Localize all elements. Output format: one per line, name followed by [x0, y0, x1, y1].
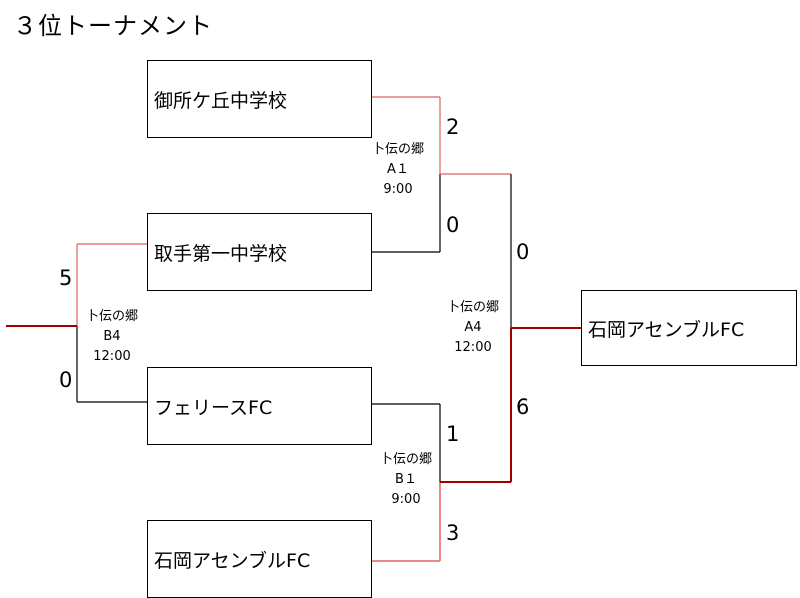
- team-box-ishioka: 石岡アセンブルFC: [147, 520, 372, 598]
- b1-match-info: 卜伝の郷 B１ 9:00: [366, 450, 446, 510]
- match-code: A4: [464, 320, 482, 335]
- match-time: 9:00: [391, 492, 421, 507]
- team-box-toride: 取手第一中学校: [147, 213, 372, 291]
- b4-score-top: 5: [59, 266, 73, 290]
- page-title: ３位トーナメント: [13, 12, 213, 40]
- winner-name: 石岡アセンブルFC: [588, 318, 745, 341]
- b1-score-top: 1: [446, 422, 460, 446]
- match-time: 9:00: [383, 182, 413, 197]
- match-venue: 卜伝の郷: [85, 309, 138, 324]
- team-name: 石岡アセンブルFC: [154, 549, 311, 572]
- match-time: 12:00: [454, 340, 492, 355]
- a1-match-info: 卜伝の郷 A１ 9:00: [358, 140, 438, 200]
- team-name: 取手第一中学校: [154, 242, 288, 265]
- match-venue: 卜伝の郷: [371, 142, 424, 157]
- b4-match-info: 卜伝の郷 B4 12:00: [72, 307, 152, 367]
- match-code: B１: [395, 472, 417, 487]
- a4-score-bottom: 6: [516, 395, 530, 419]
- team-box-ferries: フェリースFC: [147, 367, 372, 445]
- b1-score-bottom: 3: [446, 521, 460, 545]
- match-code: B4: [103, 329, 121, 344]
- match-time: 12:00: [93, 349, 131, 364]
- a4-match-info: 卜伝の郷 A4 12:00: [433, 298, 513, 358]
- b4-score-bottom: 0: [59, 368, 73, 392]
- winner-box: 石岡アセンブルFC: [581, 290, 797, 366]
- match-venue: 卜伝の郷: [379, 452, 432, 467]
- a4-score-top: 0: [516, 240, 530, 264]
- a1-score-top: 2: [446, 115, 460, 139]
- team-box-gosho: 御所ケ丘中学校: [147, 60, 372, 138]
- a1-score-bottom: 0: [446, 213, 460, 237]
- match-venue: 卜伝の郷: [446, 300, 499, 315]
- match-code: A１: [387, 162, 409, 177]
- team-name: フェリースFC: [154, 396, 273, 419]
- team-name: 御所ケ丘中学校: [154, 89, 288, 112]
